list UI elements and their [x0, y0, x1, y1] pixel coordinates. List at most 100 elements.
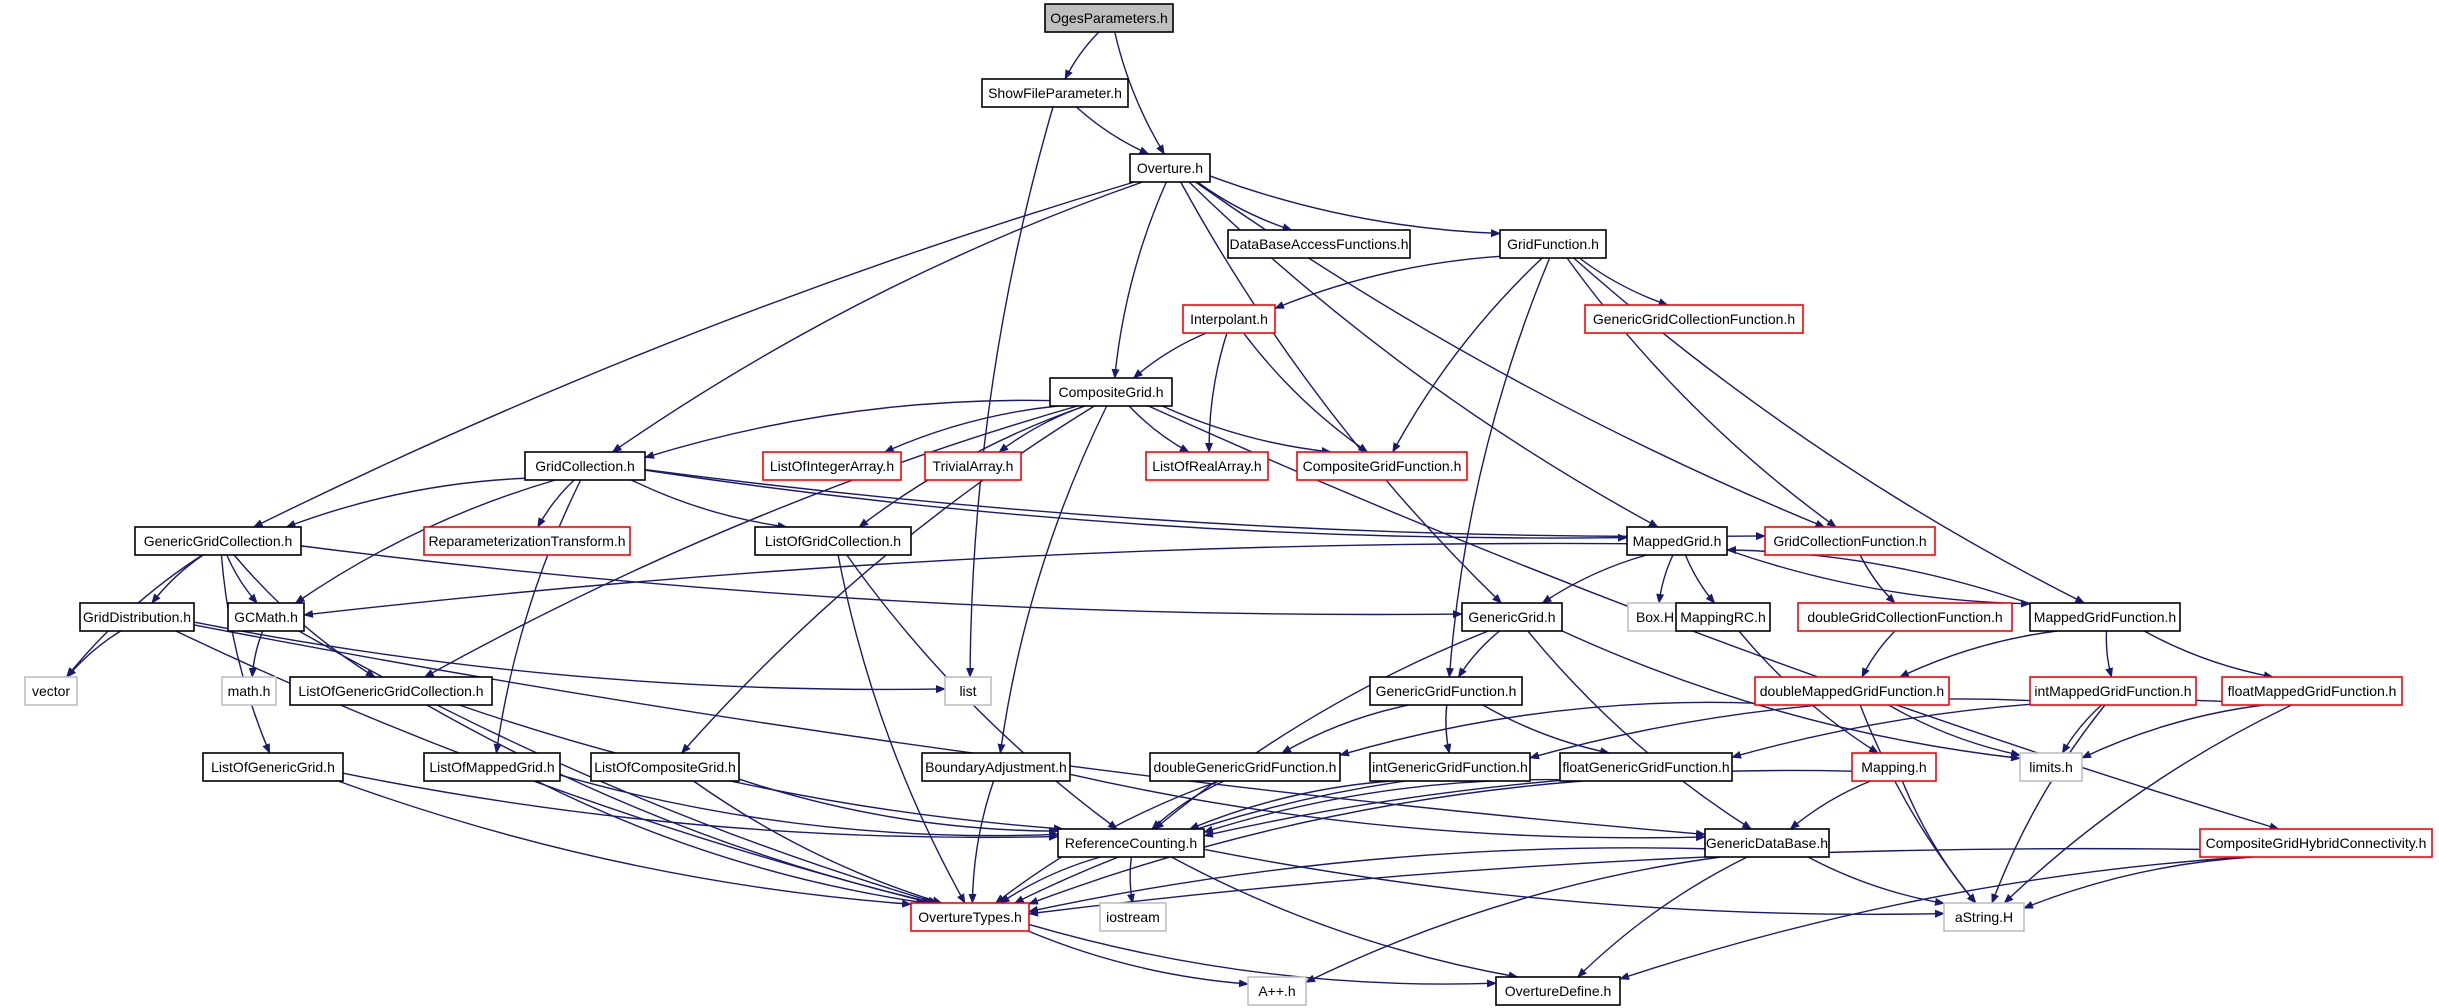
node-label-interpolant: Interpolant.h: [1190, 311, 1268, 327]
node-box-genericgridcollectionfunction: [1584, 304, 1804, 334]
node-overture[interactable]: Overture.h: [1129, 153, 1211, 183]
node-label-listofmappedgrid: ListOfMappedGrid.h: [429, 759, 554, 775]
node-griddistribution[interactable]: GridDistribution.h: [79, 602, 195, 632]
node-mappedgridfunction[interactable]: MappedGridFunction.h: [2029, 602, 2181, 632]
node-databaseaccessfunctions[interactable]: DataBaseAccessFunctions.h: [1227, 229, 1411, 259]
node-gridcollection[interactable]: GridCollection.h: [524, 451, 646, 481]
node-mappingrc[interactable]: MappingRC.h: [1675, 602, 1771, 632]
edge-showfileparameter-to-list: [966, 106, 1054, 678]
node-label-mapping: Mapping.h: [1861, 759, 1926, 775]
node-label-mappingrc: MappingRC.h: [1680, 609, 1766, 625]
edge-mapping-to-referencecounting: [1203, 769, 1853, 838]
node-listofrealarray[interactable]: ListOfRealArray.h: [1145, 451, 1269, 481]
edge-referencecounting-to-overturetypes: [999, 856, 1101, 904]
edge-floatmappedgridfunction-to-astringh: [2003, 704, 2292, 904]
node-genericdatabase[interactable]: GenericDataBase.h: [1704, 828, 1830, 858]
edge-compositegrid-to-boundaryadjustment: [997, 405, 1108, 754]
node-label-doublegridcollectionfunction: doubleGridCollectionFunction.h: [1807, 609, 2002, 625]
edge-mappedgrid-to-boxh: [1656, 554, 1674, 604]
node-list: list: [944, 676, 992, 706]
edge-compositegrid-to-listofgenericgridcollection: [423, 405, 1078, 678]
node-label-limitsh: limits.h: [2029, 759, 2073, 775]
edge-mappedgrid-to-genericgrid: [1541, 554, 1647, 604]
node-genericgridfunction[interactable]: GenericGridFunction.h: [1369, 676, 1523, 706]
node-label-griddistribution: GridDistribution.h: [83, 609, 191, 625]
edge-genericgridcollection-to-genericgrid: [300, 545, 1463, 619]
node-ogesparameters[interactable]: OgesParameters.h: [1044, 3, 1174, 33]
edge-mappedgridfunction-to-mappedgrid: [1726, 546, 2031, 605]
edge-overturetypes-to-overturedefine: [1028, 923, 1497, 988]
node-gridfunction[interactable]: GridFunction.h: [1499, 229, 1607, 259]
edge-gridcollection-to-listofmappedgrid: [493, 479, 582, 754]
node-mapping[interactable]: Mapping.h: [1851, 752, 1937, 782]
node-limitsh: limits.h: [2019, 752, 2083, 782]
node-gcmath[interactable]: GCMath.h: [227, 602, 305, 632]
node-boundaryadjustment[interactable]: BoundaryAdjustment.h: [921, 752, 1071, 782]
node-box-reparameterizationtransform: [423, 526, 631, 556]
node-genericgrid[interactable]: GenericGrid.h: [1461, 602, 1563, 632]
node-label-aplusplus: A++.h: [1258, 983, 1295, 999]
node-reparameterizationtransform[interactable]: ReparameterizationTransform.h: [423, 526, 631, 556]
node-genericgridcollectionfunction[interactable]: GenericGridCollectionFunction.h: [1584, 304, 1804, 334]
node-label-genericgridcollectionfunction: GenericGridCollectionFunction.h: [1593, 311, 1795, 327]
node-aplusplus: A++.h: [1247, 976, 1307, 1006]
node-compositegridhybridconnectivity[interactable]: CompositeGridHybridConnectivity.h: [2199, 828, 2433, 858]
node-mappedgrid[interactable]: MappedGrid.h: [1626, 526, 1728, 556]
node-doublemappedgridfunction[interactable]: doubleMappedGridFunction.h: [1754, 676, 1950, 706]
node-showfileparameter[interactable]: ShowFileParameter.h: [981, 78, 1129, 108]
node-doublegenericgridfunction[interactable]: doubleGenericGridFunction.h: [1149, 752, 1341, 782]
edge-gridcollection-to-gridcollectionfunction: [644, 468, 1766, 541]
edge-gridcollection-to-genericgridcollection: [285, 477, 526, 528]
node-doublegridcollectionfunction[interactable]: doubleGridCollectionFunction.h: [1797, 602, 2013, 632]
node-overturetypes[interactable]: OvertureTypes.h: [910, 902, 1030, 932]
node-box-genericdatabase: [1704, 828, 1830, 858]
node-box-mathh: [221, 676, 277, 706]
edge-compositegrid-to-gridcollection: [644, 399, 1051, 459]
node-intmappedgridfunction[interactable]: intMappedGridFunction.h: [2029, 676, 2197, 706]
node-listofgridcollection[interactable]: ListOfGridCollection.h: [754, 526, 912, 556]
node-trivialarray[interactable]: TrivialArray.h: [924, 451, 1022, 481]
node-interpolant[interactable]: Interpolant.h: [1182, 304, 1276, 334]
node-referencecounting[interactable]: ReferenceCounting.h: [1057, 828, 1205, 858]
node-label-reparameterizationtransform: ReparameterizationTransform.h: [428, 533, 625, 549]
node-listofcompositegrid[interactable]: ListOfCompositeGrid.h: [590, 752, 740, 782]
node-box-genericgridfunction: [1369, 676, 1523, 706]
node-label-showfileparameter: ShowFileParameter.h: [988, 85, 1122, 101]
node-gridcollectionfunction[interactable]: GridCollectionFunction.h: [1764, 526, 1936, 556]
node-box-gridfunction: [1499, 229, 1607, 259]
node-intgenericgridfunction[interactable]: intGenericGridFunction.h: [1369, 752, 1531, 782]
node-box-intmappedgridfunction: [2029, 676, 2197, 706]
edge-mappedgridfunction-to-intmappedgridfunction: [2105, 630, 2113, 678]
node-compositegridfunction[interactable]: CompositeGridFunction.h: [1296, 451, 1468, 481]
node-label-mathh: math.h: [228, 683, 271, 699]
edge-genericdatabase-to-overturedefine: [1577, 856, 1748, 978]
edge-listofcompositegrid-to-referencecounting: [738, 778, 1059, 836]
edge-gridfunction-to-interpolant: [1274, 255, 1501, 310]
node-iostream: iostream: [1099, 902, 1167, 932]
edge-overture-to-databaseaccessfunctions: [1197, 181, 1293, 232]
node-genericgridcollection[interactable]: GenericGridCollection.h: [134, 526, 302, 556]
edge-gridcollection-to-reparameterizationtransform: [537, 479, 575, 528]
edge-gridcollection-to-gcmath: [294, 479, 556, 604]
node-label-genericgridfunction: GenericGridFunction.h: [1376, 683, 1517, 699]
node-box-databaseaccessfunctions: [1227, 229, 1411, 259]
node-label-boxh: Box.H: [1636, 609, 1674, 625]
node-listofgenericgridcollection[interactable]: ListOfGenericGridCollection.h: [289, 676, 493, 706]
edge-mappedgridfunction-to-floatmappedgridfunction: [2143, 630, 2274, 680]
node-floatmappedgridfunction[interactable]: floatMappedGridFunction.h: [2221, 676, 2403, 706]
node-listofmappedgrid[interactable]: ListOfMappedGrid.h: [423, 752, 561, 782]
node-label-listofcompositegrid: ListOfCompositeGrid.h: [594, 759, 736, 775]
node-label-overture: Overture.h: [1137, 160, 1203, 176]
node-compositegrid[interactable]: CompositeGrid.h: [1049, 377, 1173, 407]
edge-referencecounting-to-astringh: [1203, 848, 1945, 918]
node-listofgenericgrid[interactable]: ListOfGenericGrid.h: [202, 752, 344, 782]
node-box-overture: [1129, 153, 1211, 183]
node-listofintegerarray[interactable]: ListOfIntegerArray.h: [762, 451, 902, 481]
node-overturedefine[interactable]: OvertureDefine.h: [1495, 976, 1621, 1006]
node-box-boundaryadjustment: [921, 752, 1071, 782]
node-box-mappedgrid: [1626, 526, 1728, 556]
node-label-intgenericgridfunction: intGenericGridFunction.h: [1372, 759, 1528, 775]
edge-mapping-to-genericdatabase: [1789, 780, 1871, 830]
node-box-iostream: [1099, 902, 1167, 932]
node-floatgenericgridfunction[interactable]: floatGenericGridFunction.h: [1559, 752, 1733, 782]
